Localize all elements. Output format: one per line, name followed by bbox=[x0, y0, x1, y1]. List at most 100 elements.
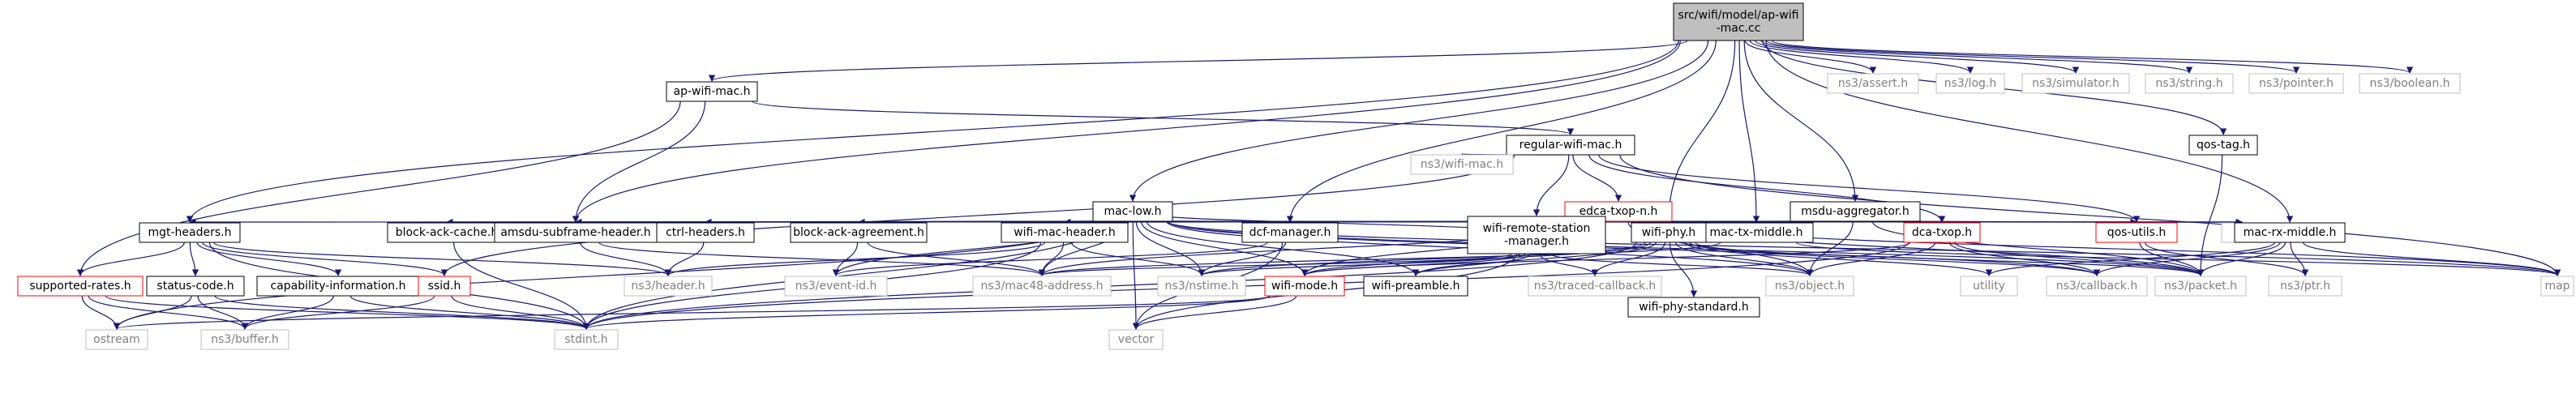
node-ap-wifi-mac-h[interactable]: ap-wifi-mac.h bbox=[666, 81, 758, 102]
node-box bbox=[1673, 2, 1804, 41]
edge-regular_wifi_mac-to-dca_txop bbox=[1588, 154, 1946, 223]
edge-supported_rates-to-ns3_buffer bbox=[88, 295, 249, 330]
edge-status_code-to-stdint bbox=[214, 295, 590, 330]
node-label: supported-rates.h bbox=[29, 280, 131, 293]
node-box bbox=[1092, 201, 1173, 222]
node-label: ns3/mac48-address.h bbox=[981, 280, 1104, 293]
node-wifi-phy-standard[interactable]: wifi-phy-standard.h bbox=[1627, 297, 1760, 318]
edge-mac_tx_middle-to-map bbox=[1795, 242, 2561, 276]
node-qos-utils[interactable]: qos-utils.h bbox=[2095, 222, 2178, 243]
node-box bbox=[2154, 276, 2247, 297]
node-label: ns3/header.h bbox=[631, 280, 705, 293]
node-label: qos-utils.h bbox=[2107, 226, 2167, 239]
node-stdint: stdint.h bbox=[554, 329, 619, 350]
node-wifi-preamble[interactable]: wifi-preamble.h bbox=[1363, 276, 1468, 297]
node-ns3-callback: ns3/callback.h bbox=[2046, 276, 2148, 297]
node-supported-rates[interactable]: supported-rates.h bbox=[17, 276, 144, 297]
edge-mac_rx_middle-to-utility bbox=[1985, 242, 2276, 276]
node-box bbox=[666, 81, 758, 102]
edge-wifi_phy-to-ns3_nstime bbox=[1198, 242, 1646, 276]
node-wifi-phy[interactable]: wifi-phy.h bbox=[1631, 222, 1707, 243]
node-ns3-mac48: ns3/mac48-address.h bbox=[972, 276, 1112, 297]
node-block-ack-cache[interactable]: block-ack-cache.h bbox=[387, 222, 507, 243]
node-ns3-object: ns3/object.h bbox=[1765, 276, 1854, 297]
edge-wifi_phy-to-ns3_callback bbox=[1689, 242, 2101, 276]
edge-ap_wifi_mac_h-to-supported_rates bbox=[76, 100, 681, 276]
node-qos-tag[interactable]: qos-tag.h bbox=[2188, 135, 2258, 156]
node-edca-txop-n[interactable]: edca-txop-n.h bbox=[1564, 201, 1673, 222]
node-ssid[interactable]: ssid.h bbox=[418, 276, 471, 297]
node-box bbox=[2234, 222, 2346, 243]
edge-supported_rates-to-stdint bbox=[105, 295, 589, 330]
node-label: amsdu-subframe-header.h bbox=[500, 226, 650, 239]
node-box bbox=[554, 329, 619, 350]
node-root[interactable]: src/wifi/model/ap-wifi-mac.cc bbox=[1673, 2, 1804, 41]
node-box bbox=[1627, 297, 1760, 318]
node-mac-rx-middle[interactable]: mac-rx-middle.h bbox=[2234, 222, 2346, 243]
node-box bbox=[146, 276, 245, 297]
edge-root-to-ns3_boolean bbox=[1771, 40, 2413, 74]
edge-wifi_mode-to-stdint bbox=[583, 295, 1271, 330]
node-box bbox=[1631, 222, 1707, 243]
edge-dca_txop-to-ns3_packet bbox=[1954, 242, 2205, 276]
edge-dcf_manager-to-ns3_event_id bbox=[833, 242, 1268, 276]
node-label: map bbox=[2544, 280, 2570, 293]
node-label: wifi-mode.h bbox=[1271, 280, 1338, 293]
node-ns3-simulator: ns3/simulator.h bbox=[2021, 73, 2130, 94]
edge-root-to-ns3_string bbox=[1760, 40, 2192, 74]
edge-capability_info-to-stdint bbox=[349, 295, 590, 330]
node-status-code[interactable]: status-code.h bbox=[146, 276, 245, 297]
edge-root-to-ns3_pointer bbox=[1765, 40, 2300, 74]
node-box bbox=[2095, 222, 2178, 243]
node-label: ns3/log.h bbox=[1944, 77, 1996, 90]
node-label: utility bbox=[1973, 280, 2005, 293]
edges-layer bbox=[76, 40, 2561, 330]
edge-wifi_mode-to-ostream bbox=[114, 295, 1271, 330]
node-box bbox=[1935, 73, 2005, 94]
node-box bbox=[1467, 216, 1606, 254]
edge-regular_wifi_mac-to-edca_txop_n bbox=[1572, 154, 1622, 202]
node-mac-tx-middle[interactable]: mac-tx-middle.h bbox=[1699, 222, 1814, 243]
node-label: ns3/pointer.h bbox=[2259, 77, 2334, 90]
edge-supported_rates-to-ostream bbox=[81, 295, 121, 330]
node-regular-wifi-mac[interactable]: regular-wifi-mac.h bbox=[1506, 135, 1635, 156]
node-label: block-ack-cache.h bbox=[396, 226, 498, 239]
node-block-ack-agreement[interactable]: block-ack-agreement.h bbox=[790, 222, 928, 243]
node-dca-txop[interactable]: dca-txop.h bbox=[1903, 222, 1981, 243]
edge-msdu_aggregator-to-ns3_object bbox=[1806, 220, 1854, 276]
edge-wifi_phy-to-ns3_object bbox=[1675, 242, 1814, 276]
node-msdu-aggregator[interactable]: msdu-aggregator.h bbox=[1789, 201, 1921, 222]
node-label: wifi-phy.h bbox=[1642, 226, 1696, 239]
node-ns3-ptr: ns3/ptr.h bbox=[2268, 276, 2342, 297]
node-box bbox=[1827, 73, 1919, 94]
node-ctrl-headers[interactable]: ctrl-headers.h bbox=[656, 222, 755, 243]
node-ns3-wifi-mac: ns3/wifi-mac.h bbox=[1410, 154, 1514, 175]
node-dcf-manager[interactable]: dcf-manager.h bbox=[1241, 222, 1339, 243]
node-label: ap-wifi-mac.h bbox=[674, 85, 751, 98]
node-box bbox=[139, 222, 241, 243]
edge-mgt_headers-to-capability_info bbox=[196, 242, 342, 276]
node-label: ostream bbox=[93, 333, 140, 346]
edge-root-to-ns3_simulator bbox=[1755, 40, 2080, 74]
node-wifi-rsm[interactable]: wifi-remote-station-manager.h bbox=[1467, 216, 1606, 254]
node-mgt-headers[interactable]: mgt-headers.h bbox=[139, 222, 241, 243]
node-box bbox=[418, 276, 471, 297]
edge-wifi_phy-to-ns3_traced_callback bbox=[1591, 242, 1666, 276]
node-label: wifi-remote-station-manager.h bbox=[1483, 222, 1591, 248]
node-amsdu-subframe[interactable]: amsdu-subframe-header.h bbox=[494, 222, 658, 243]
node-wifi-mac-header[interactable]: wifi-mac-header.h bbox=[1001, 222, 1129, 243]
node-box bbox=[2248, 73, 2344, 94]
edge-wifi_phy-to-wifi_preamble bbox=[1412, 242, 1657, 276]
node-wifi-mode[interactable]: wifi-mode.h bbox=[1264, 276, 1345, 297]
edge-root-to-mac_low bbox=[1129, 40, 1709, 202]
edge-dca_txop-to-wifi_mode bbox=[1301, 242, 1911, 276]
node-capability-info[interactable]: capability-information.h bbox=[256, 276, 420, 297]
edge-mac_low-to-wifi_mode bbox=[1141, 220, 1309, 276]
edge-wifi_mac_header-to-ns3_header bbox=[664, 242, 1046, 276]
node-box bbox=[1903, 222, 1981, 243]
edge-regular_wifi_mac-to-ssid bbox=[440, 154, 1515, 276]
edge-mac_low-to-ns3_nstime bbox=[1135, 220, 1206, 276]
node-mac-low[interactable]: mac-low.h bbox=[1092, 201, 1173, 222]
node-label: ns3/ptr.h bbox=[2280, 280, 2330, 293]
nodes-layer: src/wifi/model/ap-wifi-mac.cc ap-wifi-mac… bbox=[17, 2, 2574, 350]
